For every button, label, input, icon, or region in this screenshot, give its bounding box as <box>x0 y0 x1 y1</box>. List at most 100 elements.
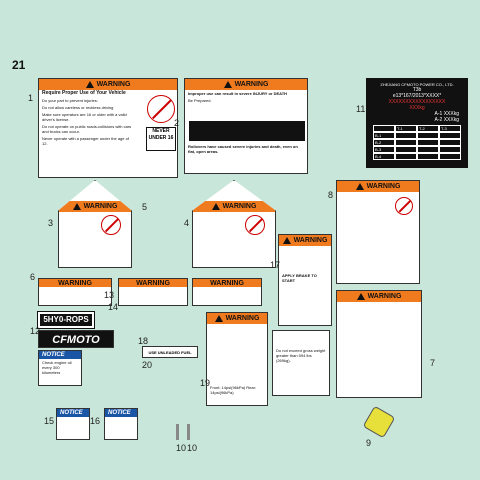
notice-label-15: NOTICE <box>56 408 90 440</box>
warning-triangle-icon <box>214 315 223 322</box>
notice-header: NOTICE <box>39 351 81 359</box>
callout-number: 15 <box>44 416 55 426</box>
callout-number: 4 <box>184 218 190 228</box>
id-plate-maker: ZHEJIANG CFMOTO POWER CO., LTD. <box>380 82 454 87</box>
warning-triangle-icon <box>282 237 291 244</box>
warning-label-small-3: WARNING <box>192 278 262 306</box>
no-hands-icon <box>101 215 121 235</box>
warning-triangle-icon <box>356 293 365 300</box>
warning-label-small-2: WARNING <box>118 278 188 306</box>
callout-number: 17 <box>270 260 281 270</box>
id-plate-code1: T3b <box>412 87 422 93</box>
warning-label-brake: WARNING APPLY BRAKE TO START <box>278 234 332 326</box>
table-cell: B-1 <box>373 132 395 139</box>
notice-header: NOTICE <box>105 409 137 417</box>
id-plate-a1: A-1 XXXkg <box>434 111 459 117</box>
warning-header: WARNING <box>59 201 131 212</box>
brand-label: CFMOTO <box>38 330 114 348</box>
warning-label-improper-use: WARNING Improper use can result in sever… <box>184 78 308 174</box>
proper-use-line-1: Do your part to prevent injuries: <box>42 98 98 103</box>
id-plate-line3: XXXXXXXXXXXXXXXXX <box>388 99 446 105</box>
injury-sub: Be Prepared. <box>188 98 212 103</box>
warning-header: WARNING <box>279 235 331 246</box>
callout-number: 10 <box>176 443 187 453</box>
table-row: B-1 <box>373 132 461 139</box>
callout-number: 20 <box>142 360 153 370</box>
warning-label-load: Do not exceed gross weight greater than … <box>272 330 330 396</box>
warning-header: WARNING <box>119 279 187 287</box>
age-sign: NEVER UNDER 16 <box>146 127 176 151</box>
warning-header-text: WARNING <box>366 183 401 190</box>
callout-number: 7 <box>430 358 436 368</box>
warning-label-tire: WARNING Front: 14psi(96kPa) Rear: 14psi(… <box>206 312 268 406</box>
callout-number: 6 <box>30 272 36 282</box>
warning-header-text: WARNING <box>210 279 244 287</box>
table-col: T-3 <box>439 125 461 132</box>
id-plate: ZHEJIANG CFMOTO POWER CO., LTD. T3b e13*… <box>366 78 468 168</box>
apply-brake-text: APPLY BRAKE TO START <box>282 273 317 283</box>
table-row: B-4 <box>373 153 461 160</box>
callout-number: 16 <box>90 416 101 426</box>
warning-triangle-icon <box>72 203 81 210</box>
id-plate-code2: e13*167/2013*XXXX* <box>392 93 442 99</box>
warning-header-text: WARNING <box>222 203 257 210</box>
tire-pressure-text: Front: 14psi(96kPa) Rear: 14psi(96kPa) <box>210 385 257 395</box>
bolt-icon <box>176 424 179 440</box>
warning-header: WARNING <box>337 181 419 192</box>
notice-engine-oil-text: Check engine oil every 300 kilometers <box>42 360 72 375</box>
callout-number: 19 <box>200 378 211 388</box>
warning-header: WARNING <box>39 279 111 287</box>
callout-number: 8 <box>328 190 334 200</box>
table-cell: B-4 <box>373 153 395 160</box>
id-plate-table-header: T-1 T-2 T-3 <box>373 125 461 132</box>
callout-number: 11 <box>356 104 366 114</box>
bolt-icon <box>187 424 190 440</box>
callout-number: 13 <box>104 290 115 300</box>
table-col: T-1 <box>395 125 417 132</box>
table-col <box>373 125 395 132</box>
rollover-intro: Rollovers have caused severe injuries an… <box>188 144 298 154</box>
table-row: B-3 <box>373 146 461 153</box>
notice-label-16: NOTICE <box>104 408 138 440</box>
warning-header-text: WARNING <box>96 81 131 88</box>
warning-label-left-angled: WARNING <box>58 180 132 268</box>
figure-number: 21 <box>12 58 26 72</box>
load-limit-text: Do not exceed gross weight greater than … <box>276 348 326 363</box>
seat-id-label: 5HY0-ROPS <box>37 311 95 329</box>
warning-label-cargo: WARNING <box>336 180 420 284</box>
callout-number: 10 <box>187 443 198 453</box>
warning-header: WARNING <box>39 79 177 90</box>
callout-number: 5 <box>142 202 148 212</box>
warning-header: WARNING <box>337 291 421 302</box>
table-row: B-2 <box>373 139 461 146</box>
no-passenger-icon <box>395 197 413 215</box>
no-passenger-icon <box>147 95 175 123</box>
warning-header: WARNING <box>193 201 275 212</box>
id-plate-line4: XXXkg <box>409 105 425 111</box>
id-plate-a2: A-2 XXXkg <box>434 117 459 123</box>
table-cell: B-3 <box>373 146 395 153</box>
warning-header-text: WARNING <box>136 279 170 287</box>
warning-triangle-icon <box>223 81 232 88</box>
notice-header: NOTICE <box>57 409 89 417</box>
injury-intro: Improper use can result in severe INJURY… <box>188 91 288 96</box>
warning-triangle-icon <box>355 183 364 190</box>
warning-label-small-1: WARNING <box>38 278 112 306</box>
proper-use-line-2: Do not allow careless or reckless drivin… <box>42 105 114 110</box>
warning-triangle-icon <box>211 203 220 210</box>
warning-header-text: WARNING <box>225 315 260 322</box>
warning-label-tire-2: WARNING <box>336 290 422 398</box>
proper-use-line-4: Do not operate on public roads-collision… <box>42 124 132 134</box>
nut-icon <box>362 405 396 439</box>
proper-use-line-3: Make sure operators are 16 or older with… <box>42 112 127 122</box>
id-plate-table: T-1 T-2 T-3 B-1 B-2 B-3 B-4 <box>373 125 461 160</box>
warning-header-text: WARNING <box>293 237 328 244</box>
proper-use-line-5: Never operate with a passenger under the… <box>42 136 129 146</box>
callout-number: 3 <box>48 218 54 228</box>
warning-header-text: WARNING <box>58 279 92 287</box>
callout-number: 12 <box>30 326 41 336</box>
warning-label-proper-use: WARNING Require Proper Use of Your Vehic… <box>38 78 178 178</box>
warning-header-text: WARNING <box>83 203 118 210</box>
callout-number: 1 <box>28 93 34 103</box>
